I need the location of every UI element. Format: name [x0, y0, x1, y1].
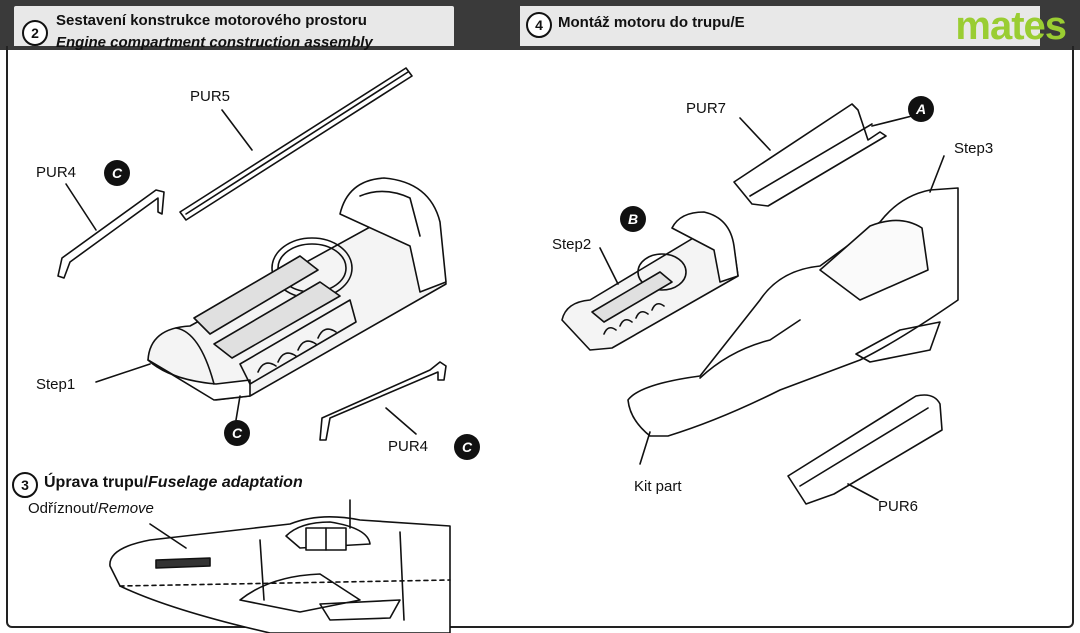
scalemates-watermark: scalemates: [860, 4, 1067, 49]
remove-label-en: Remove: [98, 500, 154, 517]
step3-title-cz: Úprava trupu/: [44, 474, 149, 491]
label-step1: Step1: [36, 376, 76, 393]
step3-title: Úprava trupu/Fuselage adaptation: [44, 474, 303, 492]
pur4-bottom-part-drawing: [319, 361, 447, 441]
step4-header-tab: [520, 6, 1040, 46]
fuselage-drawing: [627, 155, 959, 465]
pur4-left-part-drawing: [57, 183, 165, 279]
marker-b: B: [620, 206, 646, 232]
header-bar: [0, 0, 1080, 50]
label-pur5: PUR5: [190, 88, 231, 105]
marker-c-left: C: [104, 160, 130, 186]
watermark-part2: mates: [955, 4, 1067, 48]
remove-label-cz: Odříznout/: [28, 500, 99, 517]
label-step2: Step2: [552, 236, 592, 253]
step1-leader-line: [95, 363, 151, 383]
label-pur7: PUR7: [686, 100, 727, 117]
pur7-part-drawing: [733, 103, 913, 207]
step4-title: Montáž motoru do trupu/E: [558, 14, 745, 31]
label-remove: Odříznout/Remove: [28, 500, 154, 517]
step2-header-tab: [14, 6, 454, 46]
step3-number-badge: 3: [12, 472, 38, 498]
step2-number-badge: 2: [22, 20, 48, 46]
step4-number-badge: 4: [526, 12, 552, 38]
watermark-part1: scale: [860, 4, 956, 48]
marker-a: A: [908, 96, 934, 122]
marker-c-bottom: C: [454, 434, 480, 460]
label-pur4-left: PUR4: [36, 164, 77, 181]
label-pur6: PUR6: [878, 498, 919, 515]
label-step3: Step3: [954, 140, 994, 157]
label-pur4-bottom: PUR4: [388, 438, 429, 455]
step2-engine-drawing: [561, 211, 739, 351]
step2-title-en: Engine compartment construction assembly: [56, 34, 373, 51]
pur5-part-drawing: [179, 67, 413, 221]
marker-c-step1: C: [224, 420, 250, 446]
pur6-part-drawing: [787, 394, 943, 505]
label-kit-part: Kit part: [634, 478, 682, 495]
step3-title-en: Fuselage adaptation: [148, 474, 303, 491]
step2-title-cz: Sestavení konstrukce motorového prostoru: [56, 12, 367, 29]
step3-fuselage-drawing: [109, 499, 451, 633]
engine-compartment-drawing: [147, 177, 447, 421]
